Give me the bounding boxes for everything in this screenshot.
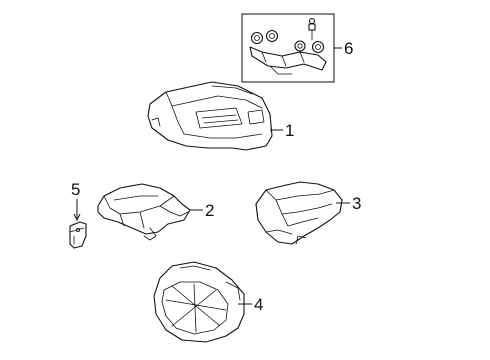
arrowhead-5	[73, 213, 81, 222]
callout-label-2: 2	[205, 201, 214, 220]
part-3-shield	[255, 181, 343, 245]
part-5-bracket	[69, 221, 87, 249]
part-6-bracket-kit	[241, 13, 335, 83]
part-1-engine-cover	[147, 81, 273, 151]
callout-labels: 6 1 2 3 4 5	[71, 39, 361, 314]
callout-label-6: 6	[344, 39, 353, 58]
part-4-round-cover	[153, 261, 245, 343]
callout-label-4: 4	[254, 295, 263, 314]
callout-lines	[73, 47, 350, 305]
callout-label-5: 5	[71, 180, 80, 199]
callout-label-3: 3	[352, 194, 361, 213]
callout-label-1: 1	[285, 121, 294, 140]
part-2-insulator	[97, 183, 191, 241]
